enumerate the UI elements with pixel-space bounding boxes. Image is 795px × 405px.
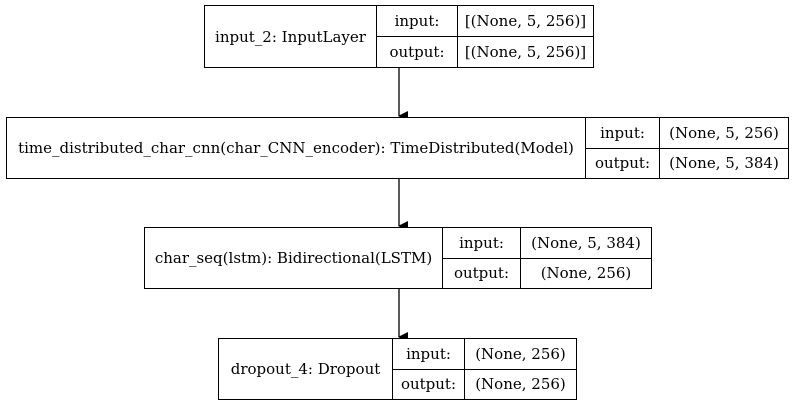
- layer-name: input_2: InputLayer: [205, 6, 377, 67]
- input-row: input: (None, 256): [393, 339, 576, 369]
- input-shape: (None, 256): [475, 344, 566, 363]
- output-label: output:: [377, 37, 458, 67]
- layer-name: time_distributed_char_cnn(char_CNN_encod…: [7, 118, 586, 178]
- input-label: input:: [377, 6, 458, 36]
- layer-name: dropout_4: Dropout: [219, 339, 393, 399]
- input-row: input: (None, 5, 256): [586, 118, 788, 148]
- input-shape: [(None, 5, 256)]: [464, 12, 587, 30]
- output-row: output: [(None, 5, 256)]: [377, 36, 593, 67]
- output-label: output:: [443, 258, 521, 288]
- input-row: input: (None, 5, 384): [443, 228, 651, 258]
- input-shape: (None, 5, 256): [669, 123, 779, 142]
- layer-node-input-2: input_2: InputLayer input: [(None, 5, 25…: [204, 5, 594, 68]
- layer-io-table: input: (None, 5, 384) output: (None, 256…: [443, 228, 651, 288]
- input-label: input:: [443, 228, 521, 258]
- input-label: input:: [393, 339, 465, 369]
- layer-io-table: input: (None, 5, 256) output: (None, 5, …: [586, 118, 788, 178]
- output-row: output: (None, 256): [443, 257, 651, 288]
- input-shape: (None, 5, 384): [531, 233, 641, 252]
- output-row: output: (None, 5, 384): [586, 147, 788, 178]
- output-row: output: (None, 256): [393, 368, 576, 399]
- input-row: input: [(None, 5, 256)]: [377, 6, 593, 36]
- layer-io-table: input: [(None, 5, 256)] output: [(None, …: [377, 6, 593, 67]
- input-label: input:: [586, 118, 660, 148]
- output-shape: (None, 256): [540, 264, 632, 283]
- layer-name: char_seq(lstm): Bidirectional(LSTM): [145, 228, 443, 288]
- layer-node-time-distributed: time_distributed_char_cnn(char_CNN_encod…: [6, 117, 789, 179]
- output-label: output:: [586, 148, 660, 178]
- layer-io-table: input: (None, 256) output: (None, 256): [393, 339, 576, 399]
- output-shape: (None, 5, 384): [669, 154, 779, 173]
- output-shape: [(None, 5, 256)]: [464, 43, 587, 61]
- layer-node-dropout: dropout_4: Dropout input: (None, 256) ou…: [218, 338, 577, 400]
- layer-node-bidirectional: char_seq(lstm): Bidirectional(LSTM) inpu…: [144, 227, 652, 289]
- output-label: output:: [393, 369, 465, 399]
- output-shape: (None, 256): [475, 375, 566, 394]
